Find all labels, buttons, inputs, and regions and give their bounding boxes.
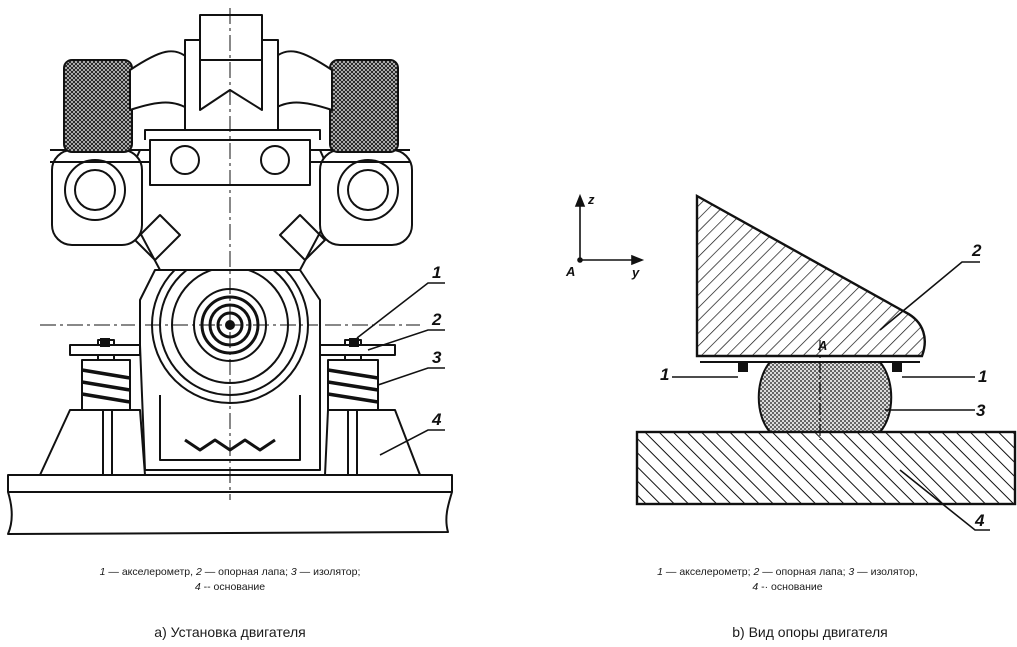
point-a-label: A	[817, 338, 827, 353]
label-b-4: 4	[974, 511, 985, 530]
label-b-1-left: 1	[660, 365, 669, 384]
legend-a-line1: 1 — акселерометр, 2 — опорная лапа; 3 — …	[99, 566, 361, 578]
label-b-2: 2	[971, 241, 982, 260]
axis-z-label: z	[587, 192, 595, 207]
side-housing-right	[319, 149, 413, 246]
base-plate	[7, 474, 453, 535]
side-housing-left	[51, 149, 143, 246]
accelerometers-b	[738, 362, 902, 372]
leaders-b	[672, 261, 990, 531]
label-b-1-right: 1	[978, 367, 987, 386]
intake-tower	[184, 14, 279, 131]
top-manifold	[144, 129, 321, 140]
label-a-1: 1	[432, 263, 441, 282]
support-base	[635, 430, 1017, 506]
title-a: а) Установка двигателя	[154, 624, 306, 640]
bracket-right	[324, 409, 421, 476]
axis-glyph	[574, 193, 645, 266]
legend-a-line2: 4 -- основание	[194, 581, 266, 593]
axis-y-label: y	[631, 265, 640, 280]
bracket-left	[39, 409, 146, 476]
label-a-3: 3	[432, 348, 442, 367]
axis-origin-label: A	[565, 264, 575, 279]
air-filter-left	[63, 59, 133, 153]
isolator	[757, 361, 893, 433]
air-filter-right	[329, 59, 399, 153]
leaders-a	[356, 282, 445, 456]
label-a-4: 4	[431, 410, 442, 429]
label-b-3: 3	[976, 401, 986, 420]
title-b: b) Вид опоры двигателя	[732, 624, 888, 640]
accelerometers-a	[100, 338, 359, 347]
legend-b: 1 — акселерометр; 2 — опорная лапа; 3 — …	[560, 565, 1015, 595]
legend-b-line2: 4 -· основание	[752, 581, 823, 593]
legend-a: 1 — акселерометр, 2 — опорная лапа; 3 — …	[20, 565, 440, 595]
label-a-2: 2	[431, 310, 442, 329]
legend-b-line1: 1 — акселерометр; 2 — опорная лапа; 3 — …	[657, 566, 918, 578]
support-foot	[695, 193, 926, 358]
